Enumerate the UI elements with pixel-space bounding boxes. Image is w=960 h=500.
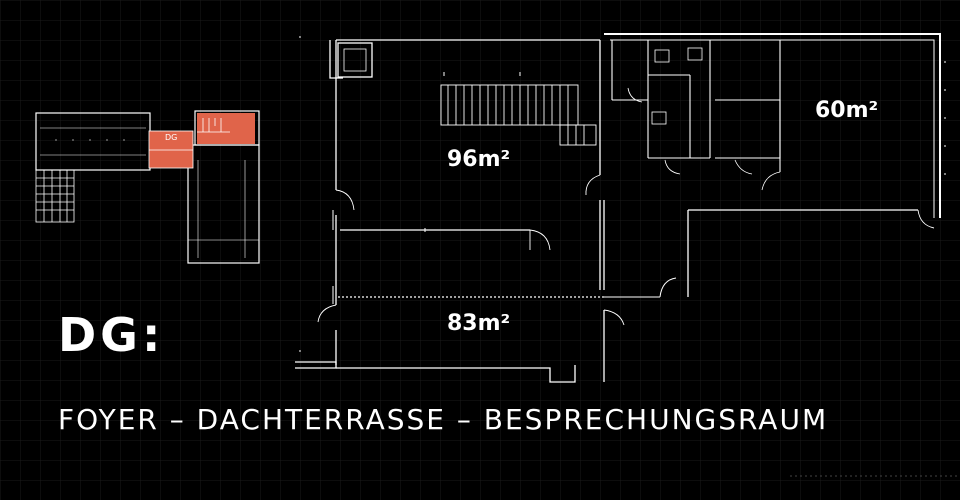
elevator: [337, 42, 373, 78]
door-swing-right: [917, 209, 935, 229]
wall-left-notch: [329, 40, 343, 79]
mini-terrace-grid: [35, 169, 75, 223]
detail-marks: [299, 36, 521, 352]
door-swing-left-1: [335, 189, 355, 211]
room-area-terrace: 83m²: [447, 311, 510, 336]
door-swing-middle: [585, 174, 601, 196]
page-subtitle: FOYER – DACHTERRASSE – BESPRECHUNGSRAUM: [58, 403, 829, 436]
floor-label: DG:: [58, 308, 165, 362]
main-floor-plan: [295, 33, 946, 383]
mini-highlight-area: DG: [148, 113, 255, 169]
mini-upper-block: [194, 110, 260, 146]
mini-highlight-room: [197, 113, 255, 144]
mini-highlight-foyer: [149, 131, 193, 168]
door-swing-lower: [604, 277, 677, 298]
window-marks: [944, 61, 946, 175]
mini-plan-label: DG: [165, 133, 177, 142]
door-swing-terrace: [603, 309, 625, 326]
wall-middle: [599, 40, 605, 382]
mini-overview-plan: [35, 110, 260, 264]
wall-bottom-terrace: [336, 365, 576, 383]
staircase: [440, 84, 597, 146]
wall-right-inner: [610, 39, 935, 218]
door-swing-foyer: [529, 229, 551, 251]
door-swing-left-2: [317, 304, 337, 323]
wall-right-outer: [604, 33, 941, 218]
service-rooms: [611, 40, 781, 191]
wall-bottom-left: [295, 361, 337, 369]
room-area-meeting: 60m²: [815, 98, 878, 123]
room-area-foyer: 96m²: [447, 147, 510, 172]
